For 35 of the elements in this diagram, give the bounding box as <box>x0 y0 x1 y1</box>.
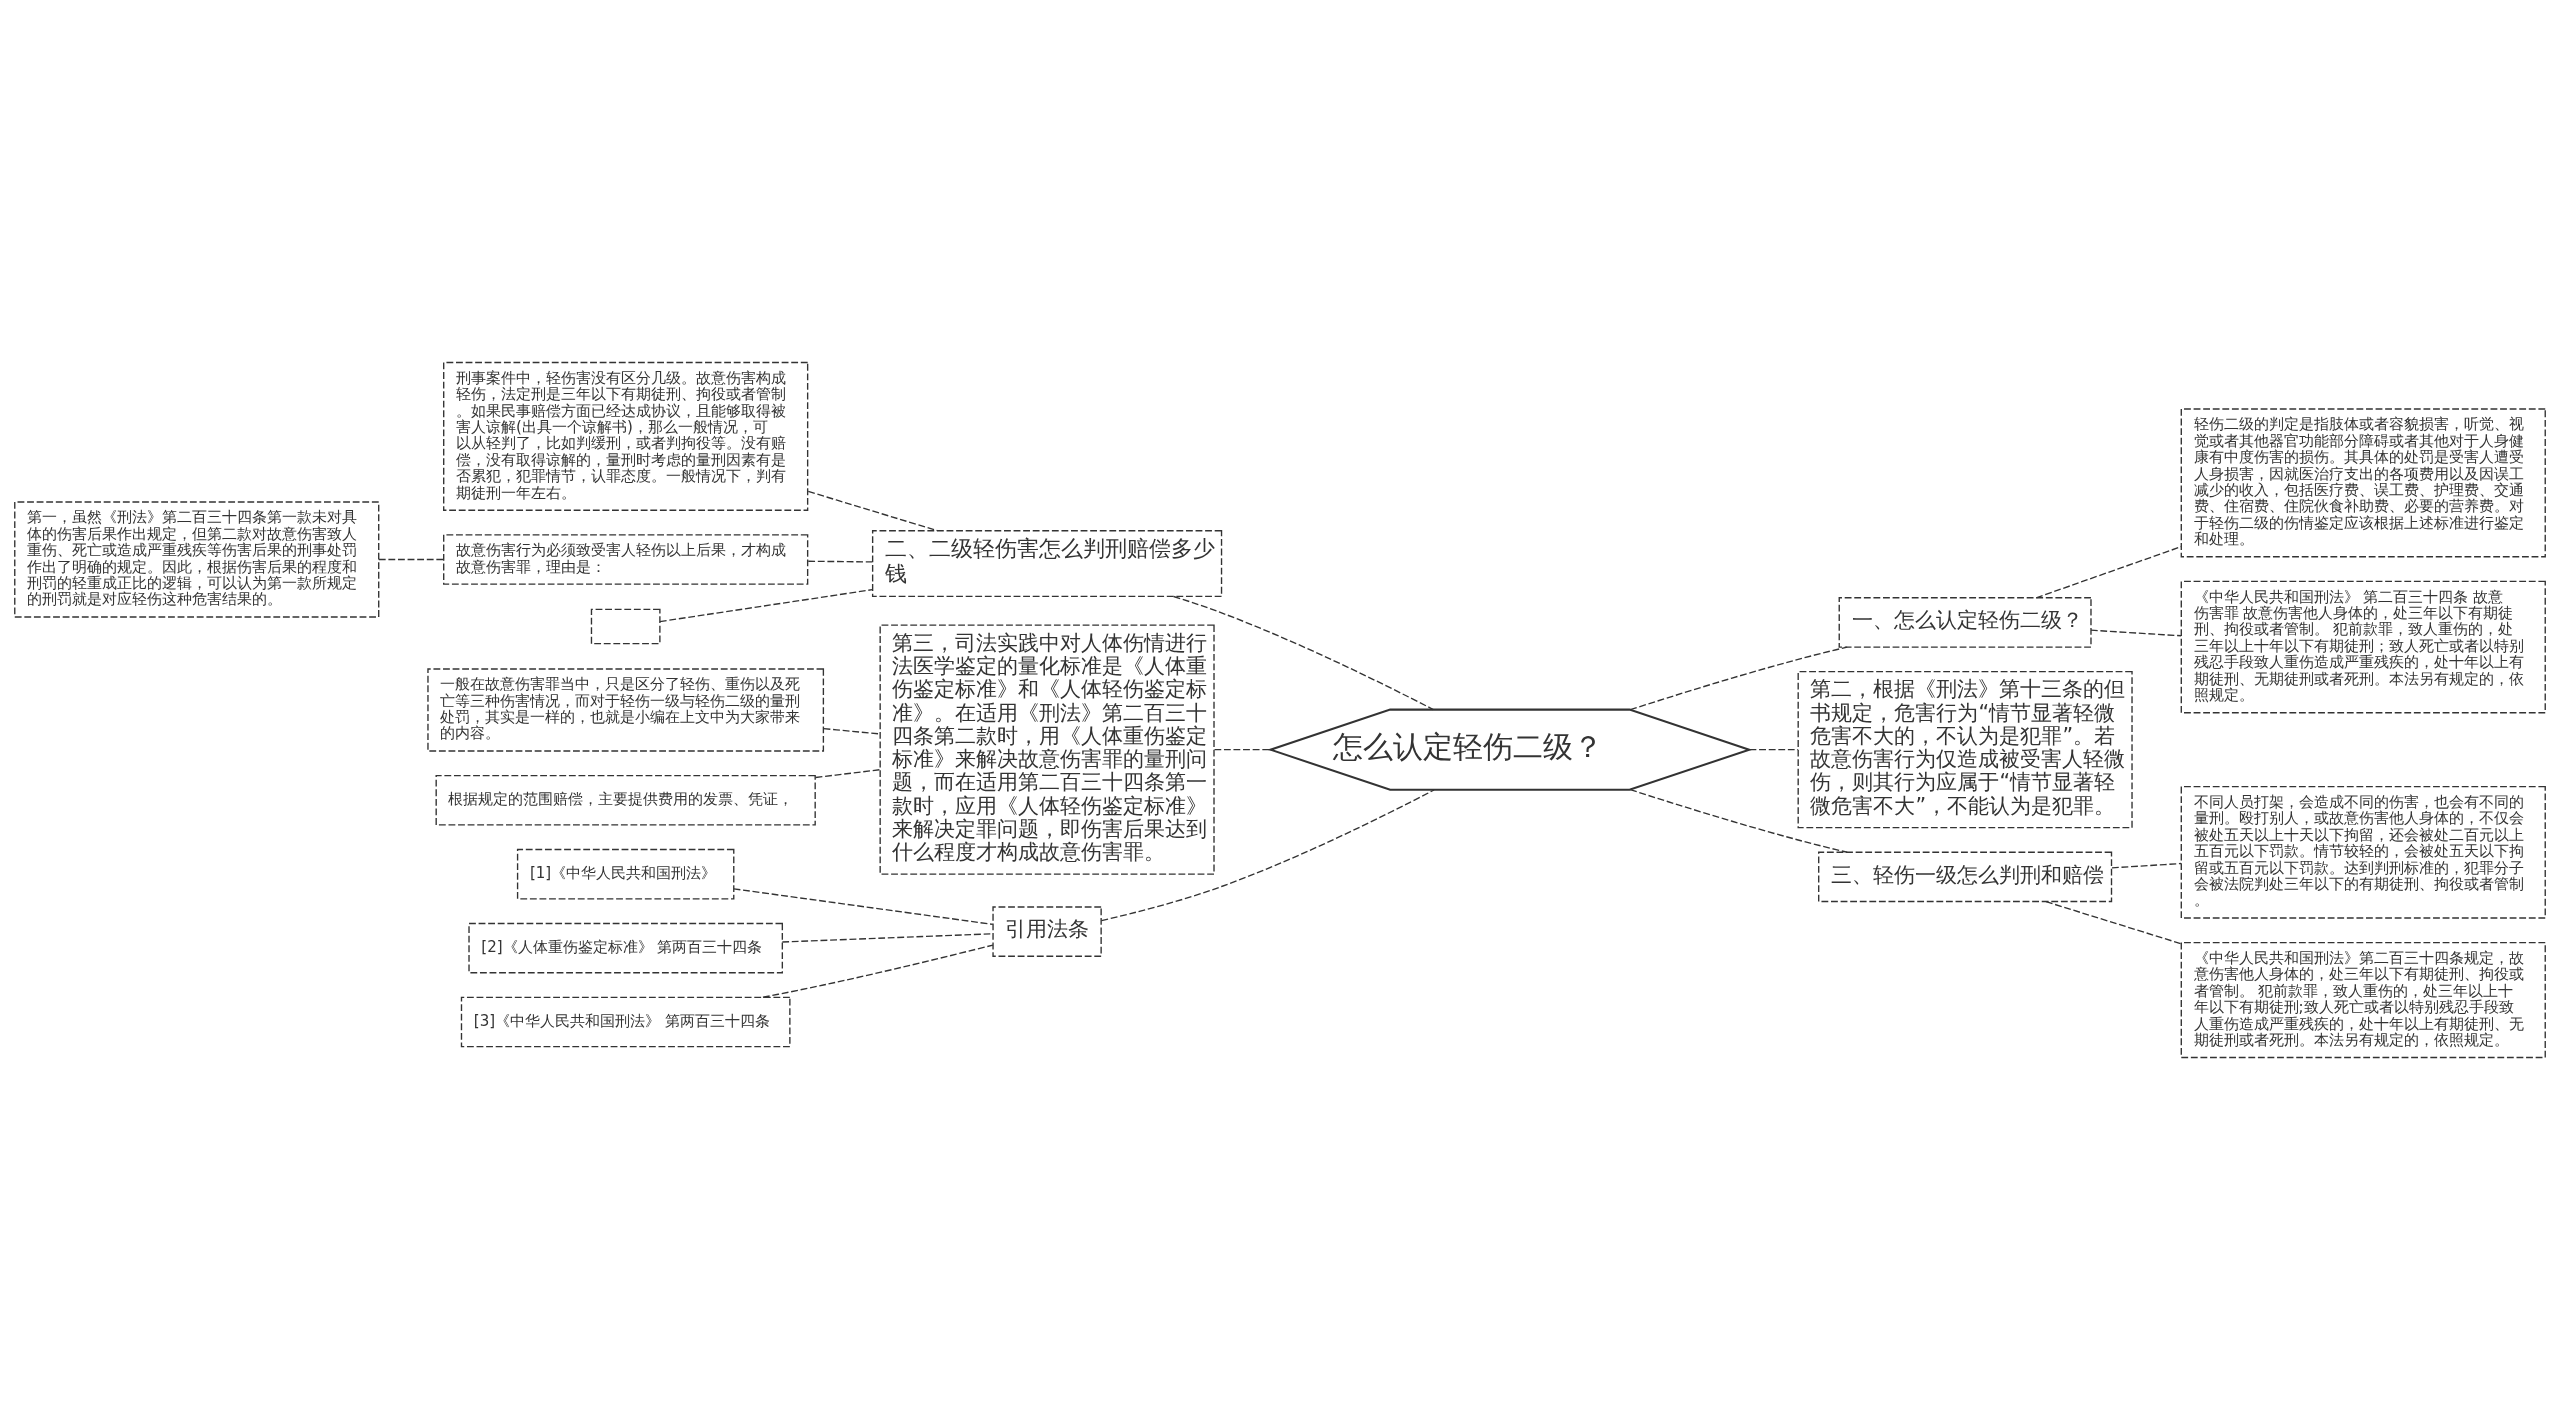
node-box: [1]《中华人民共和国刑法》 <box>516 848 735 899</box>
node-box: [3]《中华人民共和国刑法》 第两百三十四条 <box>460 996 791 1047</box>
node-box <box>590 608 661 644</box>
node-box: 刑事案件中，轻伤害没有区分几级。故意伤害构成轻伤，法定刑是三年以下有期徒刑、拘役或者管制。如果民事赔偿方面已经达成协议，且能够取得被害人谅解(出具一个谅解书)，那么一般情况，可以从轻判了，比如判缓刑，或者判拘役等。没有赔偿，没有取得谅解的，量刑时考虑的量刑因素有是否累犯，犯罪情节，认罪态度。一般情况下，判有期徒刑一年左右。 <box>443 361 809 511</box>
connector <box>2111 862 2182 869</box>
node-box: 第二，根据《刑法》第十三条的但书规定，危害行为“情节显著轻微危害不大的，不认为是犯罪”。若故意伤害行为仅造成被受害人轻微伤，则其行为应属于“情节显著轻微危害不大”，不能认为是犯罪。 <box>1797 670 2133 828</box>
connector <box>1748 748 1799 750</box>
connector <box>807 560 873 563</box>
connector <box>762 943 994 998</box>
node-box: 一、怎么认定轻伤二级？ <box>1838 596 2092 648</box>
node-box: 不同人员打架，会造成不同的伤害，也会有不同的量刑。殴打别人，或故意伤害他人身体的，不仅会被处五天以上十天以下拘留，还会被处二百元以上五百元以下罚款。情节较轻的，会被处五天以下拘留或五百元以下罚款。达到判刑标准的，犯罪分子会被法院判处三年以下的有期徒刑、拘役或者管制。 <box>2180 785 2546 919</box>
connector <box>1213 748 1272 750</box>
node-box: 《中华人民共和国刑法》第二百三十四条规定，故意伤害他人身体的，处三年以下有期徒刑、拘役或者管制。 犯前款罪，致人重伤的，处三年以上十年以下有期徒刑;致人死亡或者以特别残忍手段致人重伤造成严重残疾的，处十年以上有期徒刑、无期徒刑或者死刑。本法另有规定的，依照规定。 <box>2180 941 2546 1058</box>
connector <box>1629 788 1848 853</box>
connector <box>814 768 881 778</box>
connector <box>659 588 874 622</box>
node-box: 《中华人民共和国刑法》 第二百三十四条 故意伤害罪 故意伤害他人身体的，处三年以下有期徒刑、拘役或者管制。 犯前款罪，致人重伤的，处三年以上十年以下有期徒刑；致人死亡或者以特别残忍手段致人重伤造成严重残疾的，处十年以上有期徒刑、无期徒刑或者死刑。本法另有规定的，依照规定。 <box>2180 580 2546 713</box>
connector <box>378 558 444 560</box>
connector <box>1172 595 1434 710</box>
connector <box>1629 645 1848 710</box>
node-box: 故意伤害行为必须致受害人轻伤以上后果，才构成故意伤害罪，理由是： <box>443 533 809 585</box>
node-box: 第一，虽然《刑法》第二百三十四条第一款未对具体的伤害后果作出规定，但第二款对故意伤害致人重伤、死亡或造成严重残疾等伤害后果的刑事处罚作出了明确的规定。因此，根据伤害后果的程度和刑罚的轻重成正比的逻辑，可以认为第一款所规定的刑罚就是对应轻伤这种危害结果的。 <box>14 500 380 618</box>
node-box: 一般在故意伤害罪当中，只是区分了轻伤、重伤以及死亡等三种伤害情况，而对于轻伤一级与轻伤二级的量刑处罚，其实是一样的，也就是小编在上文中为大家带来的内容。 <box>427 667 825 752</box>
node-box: [2]《人体重伤鉴定标准》 第两百三十四条 <box>468 922 784 973</box>
node-box: 轻伤二级的判定是指肢体或者容貌损害，听觉、视觉或者其他器官功能部分障碍或者其他对于人身健康有中度伤害的损伤。其具体的处罚是受害人遭受人身损害，因就医治疗支出的各项费用以及因误工减少的收入，包括医疗费、误工费、护理费、交通费、住宿费、住院伙食补助费、必要的营养费。对于轻伤二级的伤情鉴定应该根据上述标准进行鉴定和处理。 <box>2180 407 2546 557</box>
node-box: 第三，司法实践中对人体伤情进行法医学鉴定的量化标准是《人体重伤鉴定标准》和《人体轻伤鉴定标准》。在适用《刑法》第二百三十四条第二款时，用《人体重伤鉴定标准》来解决故意伤害罪的量刑问题，而在适用第二百三十四条第一款时，应用《人体轻伤鉴定标准》来解决定罪问题，即伤害后果达到什么程度才构成故意伤害罪。 <box>879 624 1215 875</box>
node-box: 二、二级轻伤害怎么判刑赔偿多少钱 <box>871 529 1223 597</box>
connector <box>2045 900 2182 944</box>
connector <box>2090 629 2182 636</box>
node-box: 引用法条 <box>992 905 1102 957</box>
node-box: 三、轻伤一级怎么判刑和赔偿 <box>1818 851 2113 902</box>
connector <box>733 887 994 925</box>
node-box: 根据规定的范围赔偿，主要提供费用的发票、凭证， <box>435 774 816 826</box>
connector <box>1100 788 1435 921</box>
connector <box>822 727 881 735</box>
